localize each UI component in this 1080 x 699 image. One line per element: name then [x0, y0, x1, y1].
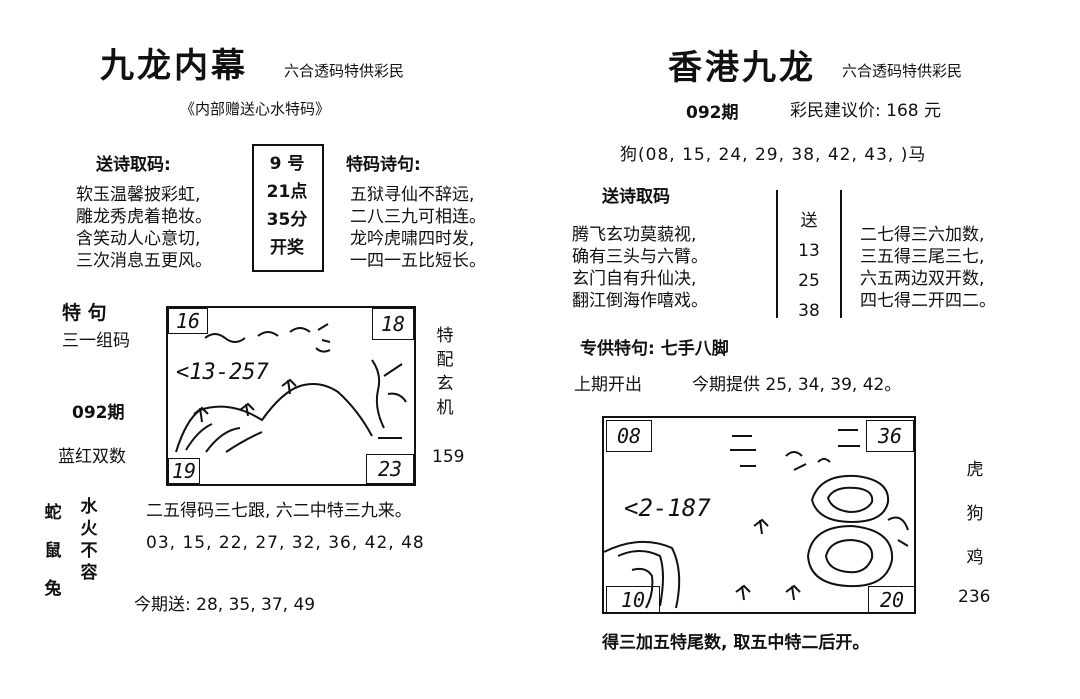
poem-line: 二八三九可相连。: [350, 207, 486, 227]
right-picture-frame: [602, 416, 916, 614]
animals-column-1: 蛇 鼠 兔: [42, 494, 64, 608]
right-corner-number-tl: 08: [606, 420, 652, 452]
right-subtitle: 六合透码特供彩民: [842, 62, 963, 80]
last-period-label: 上期开出: [574, 375, 642, 395]
this-period-numbers: 今期提供 25, 34, 39, 42。: [692, 375, 902, 395]
right-poem-label: 送诗取码: [602, 187, 670, 207]
poem-line: 腾飞玄功莫藐视,: [572, 225, 697, 245]
poem-line: 翻江倒海作嘻戏。: [572, 291, 708, 311]
element: 水: [80, 497, 98, 517]
send-number: 38: [798, 301, 820, 321]
element: 容: [80, 563, 98, 583]
vchar: 机: [436, 398, 454, 418]
poem-line: 雕龙秀虎着艳妆。: [76, 207, 212, 227]
poem-line: 二七得三六加数,: [860, 225, 985, 245]
left-corner-number-bl: 19: [168, 458, 200, 484]
poem-line: 龙吟虎啸四时发,: [350, 229, 475, 249]
left-corner-number-tr: 18: [372, 308, 414, 340]
animal: 鼠: [44, 541, 62, 561]
color-hint: 蓝红双数: [58, 447, 126, 467]
animal: 兔: [44, 579, 62, 599]
right-bottom-line: 得三加五特尾数, 取五中特二后开。: [602, 633, 870, 653]
poem-line: 六五两边双开数,: [860, 269, 985, 289]
poem-line: 含笑动人心意切,: [76, 229, 201, 249]
left-picture-frame: [166, 306, 416, 486]
poem-line: 三五得三尾三七,: [860, 247, 985, 267]
left-title: 九龙内幕: [100, 46, 248, 86]
right-period: 092期: [686, 103, 739, 123]
animal: 鸡: [966, 548, 984, 568]
left-poem: 软玉温馨披彩虹, 雕龙秀虎着艳妆。 含笑动人心意切, 三次消息五更风。: [76, 184, 212, 272]
left-corner-number-br: 23: [366, 454, 414, 484]
group-label: 三一组码: [62, 331, 130, 351]
send-box-left-border: [776, 190, 778, 318]
left-scribble: <13-257: [176, 360, 269, 385]
left-today-send: 今期送: 28, 35, 37, 49: [134, 595, 316, 615]
poem-line: 一四一五比短长。: [350, 251, 486, 271]
left-subtitle: 六合透码特供彩民: [284, 62, 405, 80]
right-corner-number-br: 20: [868, 586, 916, 614]
special-phrase-label: 特 句: [62, 302, 107, 324]
draw-date: 9 号: [269, 154, 305, 174]
send-label: 送: [800, 211, 818, 231]
vchar: 配: [436, 350, 454, 370]
right-numbers-line: 狗(08, 15, 24, 29, 38, 42, 43, )马: [620, 145, 927, 165]
vchar: 特: [436, 326, 454, 346]
draw-time-box: [252, 144, 324, 272]
right-scribble: <2-187: [624, 494, 711, 522]
vchar: 玄: [436, 374, 454, 394]
left-numbers-line: 03, 15, 22, 27, 32, 36, 42, 48: [146, 533, 425, 553]
poem-line: 软玉温馨披彩虹,: [76, 185, 201, 205]
special-poem: 五狱寻仙不辞远, 二八三九可相连。 龙吟虎啸四时发, 一四一五比短长。: [350, 184, 486, 272]
right-poem: 腾飞玄功莫藐视, 确有三头与六臂。 玄门自有升仙决, 翻江倒海作嘻戏。: [572, 224, 708, 312]
left-period: 092期: [72, 403, 125, 423]
draw-hour: 21点: [266, 182, 308, 202]
animal: 蛇: [44, 503, 62, 523]
left-hint-line: 二五得码三七跟, 六二中特三九来。: [146, 501, 412, 521]
animal: 狗: [966, 504, 984, 524]
side-vertical-text: 特 配 玄 机: [434, 324, 456, 420]
send-box-right-border: [840, 190, 842, 318]
right-side-poem: 二七得三六加数, 三五得三尾三七, 六五两边双开数, 四七得二开四二。: [860, 224, 996, 312]
right-side-number: 236: [958, 587, 991, 607]
element: 火: [80, 519, 98, 539]
element: 不: [80, 541, 98, 561]
right-side-animals: 虎 狗 鸡: [964, 448, 986, 580]
special-poem-label: 特码诗句:: [346, 155, 421, 175]
draw-minute: 35分: [266, 210, 308, 230]
right-corner-number-bl: 10: [606, 586, 660, 614]
poem-line: 三次消息五更风。: [76, 251, 212, 271]
left-poem-label: 送诗取码:: [96, 155, 171, 175]
left-side-number: 159: [432, 447, 465, 467]
poem-line: 玄门自有升仙决,: [572, 269, 697, 289]
left-corner-number-tl: 16: [168, 308, 208, 334]
right-special-phrase: 专供特句: 七手八脚: [580, 339, 729, 359]
send-box-text: 送 13 25 38: [778, 206, 840, 326]
price-label: 彩民建议价: 168 元: [790, 101, 941, 121]
poem-line: 四七得二开四二。: [860, 291, 996, 311]
send-number: 13: [798, 241, 820, 261]
animals-column-2: 水 火 不 容: [78, 496, 100, 584]
draw-time-text: 9 号 21点 35分 开奖: [252, 150, 322, 262]
poem-line: 五狱寻仙不辞远,: [350, 185, 475, 205]
right-title: 香港九龙: [668, 48, 816, 88]
poem-line: 确有三头与六臂。: [572, 247, 708, 267]
left-gift-line: 《内部赠送心水特码》: [180, 100, 331, 118]
send-number: 25: [798, 271, 820, 291]
draw-open: 开奖: [270, 238, 304, 258]
animal: 虎: [966, 460, 984, 480]
right-corner-number-tr: 36: [866, 420, 914, 452]
